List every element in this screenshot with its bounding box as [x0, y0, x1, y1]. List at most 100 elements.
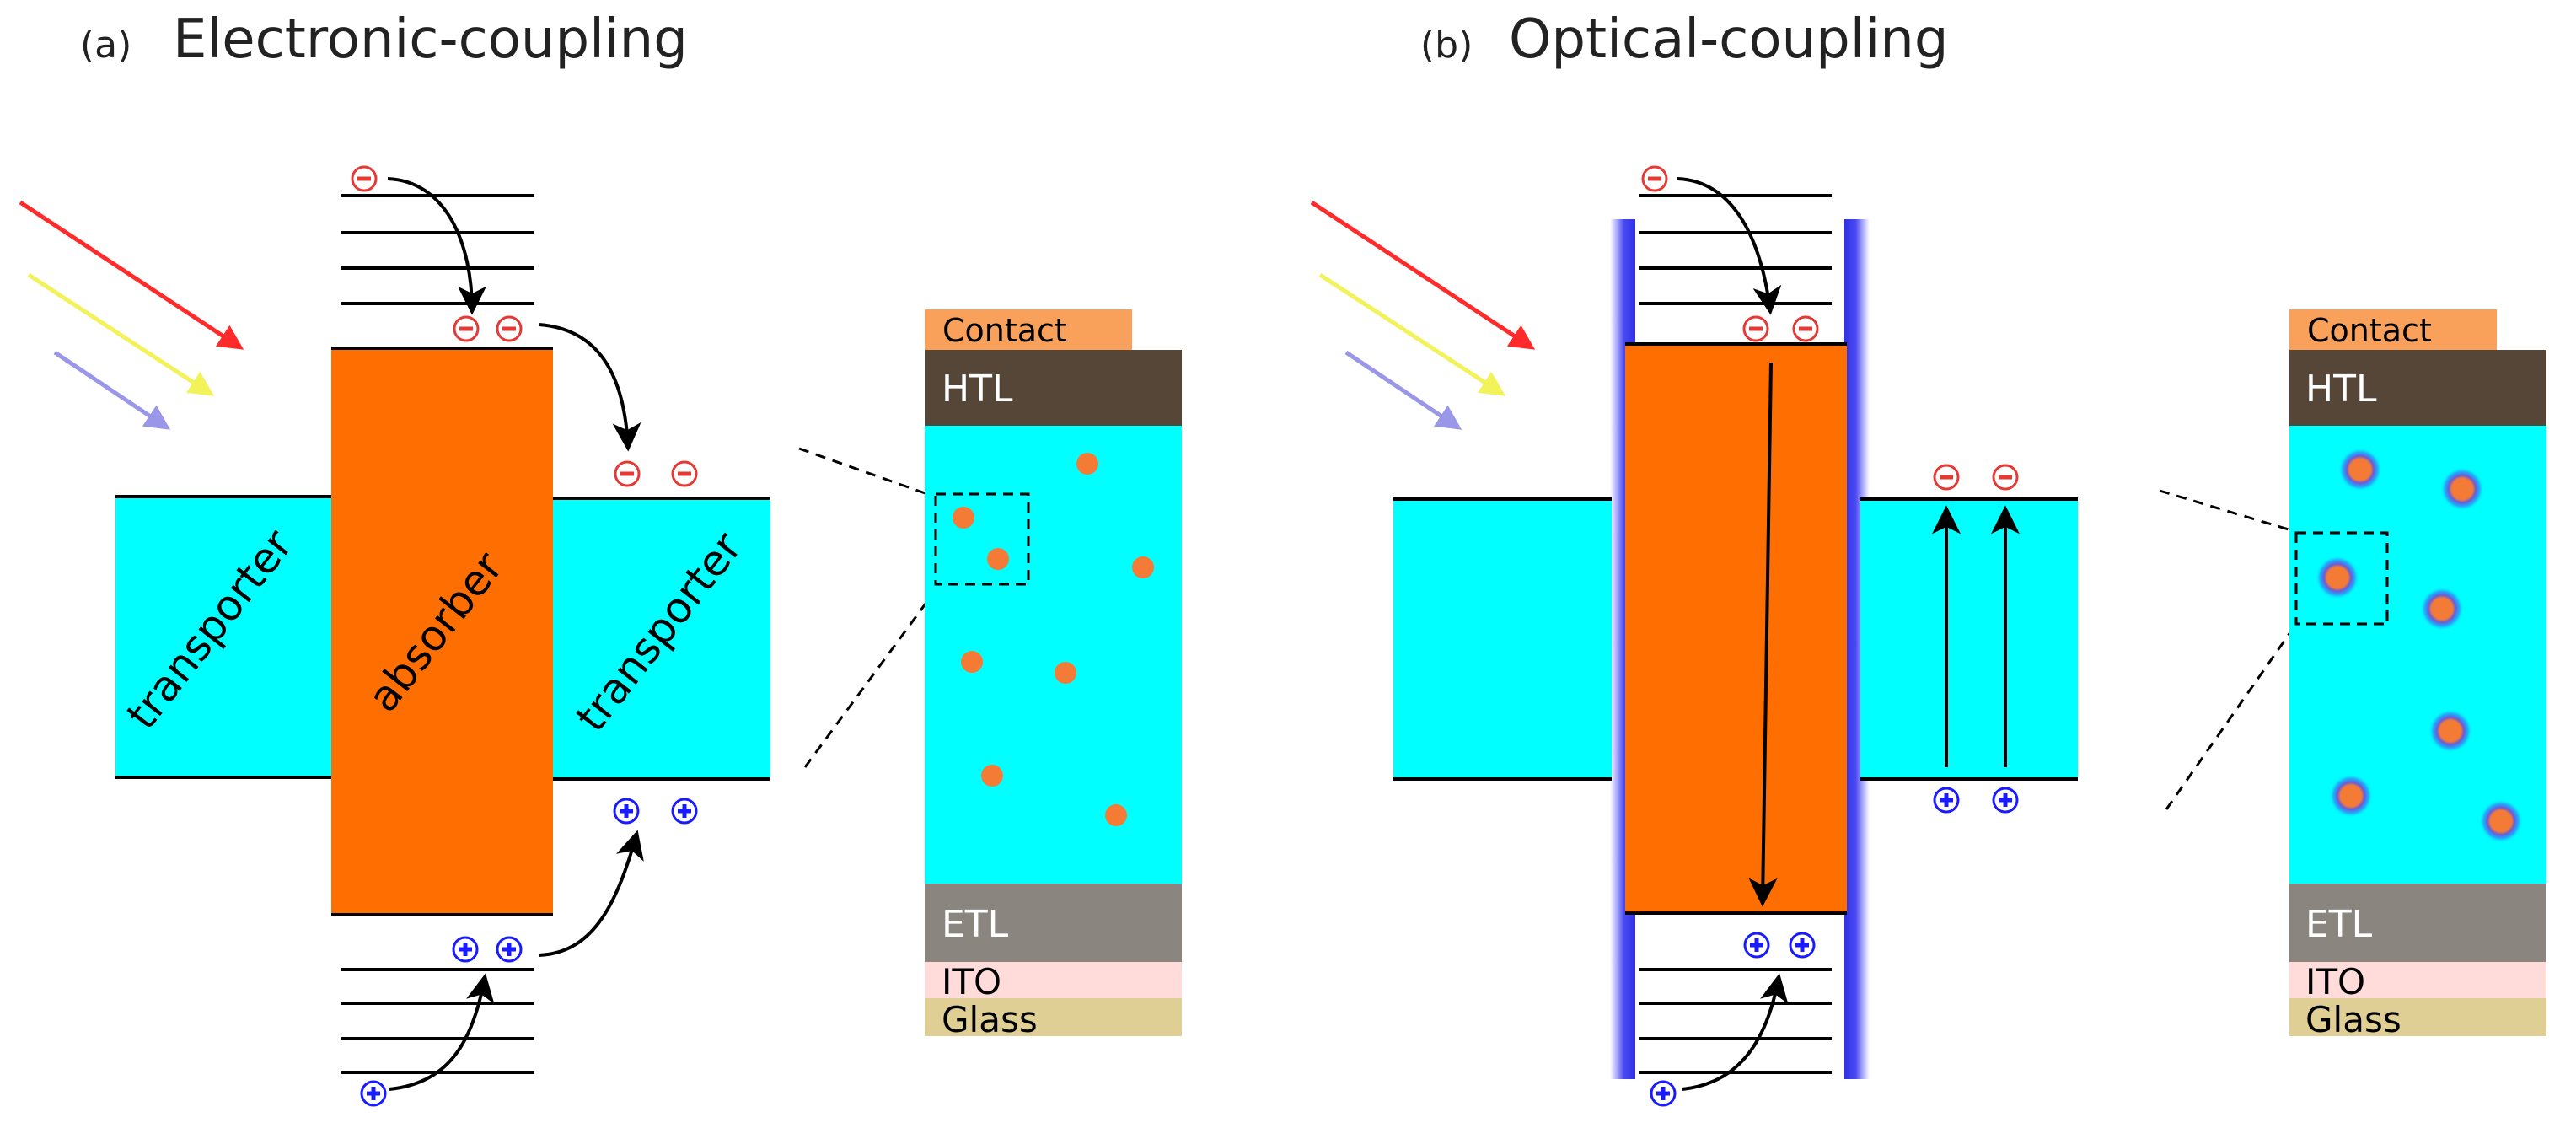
hole-edge-b [1743, 932, 1770, 959]
zoom-box-a [934, 492, 1030, 586]
glowing-quantum-dot [2329, 774, 2373, 818]
glowing-quantum-dot [2316, 556, 2359, 599]
holes-a [360, 798, 698, 1107]
hole-hot-a [360, 1080, 387, 1107]
quantum-dot [1055, 662, 1076, 684]
electron-hot-a [351, 165, 378, 192]
light-ray-yellow [1318, 272, 1506, 396]
hole-relax-arrow-b [1682, 973, 1789, 1091]
quantum-dot [961, 651, 983, 673]
glowing-quantum-dot [2428, 709, 2472, 753]
stack-htl-label: HTL [2305, 368, 2377, 411]
stack-htl-layer [925, 350, 1182, 426]
stack-htl-label: HTL [942, 368, 1013, 411]
electron-edge-a [496, 315, 523, 342]
hole-relax-arrow-a [389, 973, 495, 1091]
panel-a-diagram: transporter absorber transporter [19, 165, 1182, 1107]
absorber-block [331, 348, 553, 915]
hole-transported-b [1933, 787, 1960, 814]
electrons-b [1641, 165, 2019, 491]
quantum-dots-b [2316, 448, 2523, 843]
transporter-left-block [115, 497, 334, 777]
stack-contact-layer [925, 309, 1132, 350]
transporter-left-block [1393, 499, 1612, 779]
stack-glass-layer [2289, 998, 2546, 1036]
glowing-quantum-dot [2440, 467, 2484, 511]
electron-relax-arrow-a [387, 177, 486, 315]
panel-a-heading: Electronic-coupling [173, 8, 688, 71]
glowing-quantum-dot [2338, 448, 2382, 492]
glowing-quantum-dot [2420, 587, 2464, 631]
quantum-dot [981, 765, 1003, 787]
zoom-line-top-a [798, 447, 945, 502]
stack-ito-layer [2289, 962, 2546, 998]
recombination-arrow-b [1748, 362, 1778, 907]
stack-contact-label: Contact [2307, 312, 2432, 349]
zoom-line-bottom-a [803, 583, 942, 768]
hole-transfer-arrow-a [539, 830, 644, 957]
device-stack-a: Contact HTL ETL ITO Glass [925, 309, 1182, 1040]
light-ray-violet [53, 350, 171, 430]
electron-relax-arrow-b [1677, 177, 1782, 315]
electron-transported-b [1933, 464, 1960, 491]
valence-levels-a [341, 968, 534, 1074]
panel-a-letter: (a) [80, 24, 131, 67]
stack-htl-layer [2289, 350, 2546, 426]
quantum-dot [1076, 453, 1098, 475]
electron-edge-b [1792, 315, 1819, 342]
panel-b-heading: Optical-coupling [1509, 8, 1948, 71]
holes-b [1650, 787, 2019, 1107]
quantum-dot [987, 548, 1009, 570]
light-ray-red [1310, 200, 1536, 350]
zoom-box-b [2294, 531, 2389, 626]
stack-contact-layer [2289, 309, 2497, 350]
stack-contact-label: Contact [942, 312, 1067, 349]
stack-etl-layer [925, 884, 1182, 962]
stack-etl-label: ETL [942, 903, 1009, 946]
panel-a-title: (a) Electronic-coupling [80, 8, 688, 71]
transporter-right-block [1860, 499, 2078, 779]
hole-edge-a [452, 936, 479, 963]
transporter-right-block [553, 498, 770, 779]
light-ray-red [19, 200, 244, 350]
panel-b-title: (b) Optical-coupling [1420, 8, 1948, 71]
hole-transported-a [671, 798, 698, 825]
stack-ito-label: ITO [2305, 961, 2365, 1002]
electrons-a [351, 165, 698, 487]
quantum-dot [1105, 804, 1127, 826]
quantum-dots-a [953, 453, 1154, 826]
zoom-line-bottom-b [2165, 626, 2296, 810]
zoom-line-top-b [2159, 489, 2298, 534]
glowing-quantum-dot [2479, 799, 2523, 843]
panel-b-letter: (b) [1420, 24, 1473, 67]
stack-ito-layer [925, 962, 1182, 998]
valence-levels-b [1639, 968, 1832, 1074]
electron-transported-b [1992, 464, 2019, 491]
electron-edge-a [453, 315, 480, 342]
electron-transported-a [671, 460, 698, 487]
electron-transfer-arrow-a [539, 323, 641, 452]
stack-etl-layer [2289, 884, 2546, 962]
electron-hot-b [1641, 165, 1668, 192]
conduction-levels-a [341, 194, 534, 305]
hole-hot-b [1650, 1080, 1677, 1107]
panel-b-diagram: Contact HTL ETL ITO Glass [1310, 165, 2546, 1107]
hole-edge-a [496, 936, 523, 963]
hole-edge-b [1789, 932, 1816, 959]
stack-ito-label: ITO [942, 961, 1001, 1002]
absorber-block [1625, 344, 1847, 913]
stack-etl-label: ETL [2305, 903, 2373, 946]
light-ray-violet [1344, 350, 1462, 430]
stack-glass-layer [925, 998, 1182, 1036]
hole-transported-b [1992, 787, 2019, 814]
stack-glass-label: Glass [2305, 999, 2402, 1040]
conduction-levels-b [1639, 194, 1832, 305]
stack-active-layer [925, 426, 1182, 884]
electron-transported-a [614, 460, 641, 487]
hole-transported-a [613, 798, 640, 825]
quantum-dot [953, 507, 974, 529]
light-ray-yellow [27, 272, 215, 396]
electron-edge-b [1742, 315, 1769, 342]
stack-glass-label: Glass [942, 999, 1038, 1040]
